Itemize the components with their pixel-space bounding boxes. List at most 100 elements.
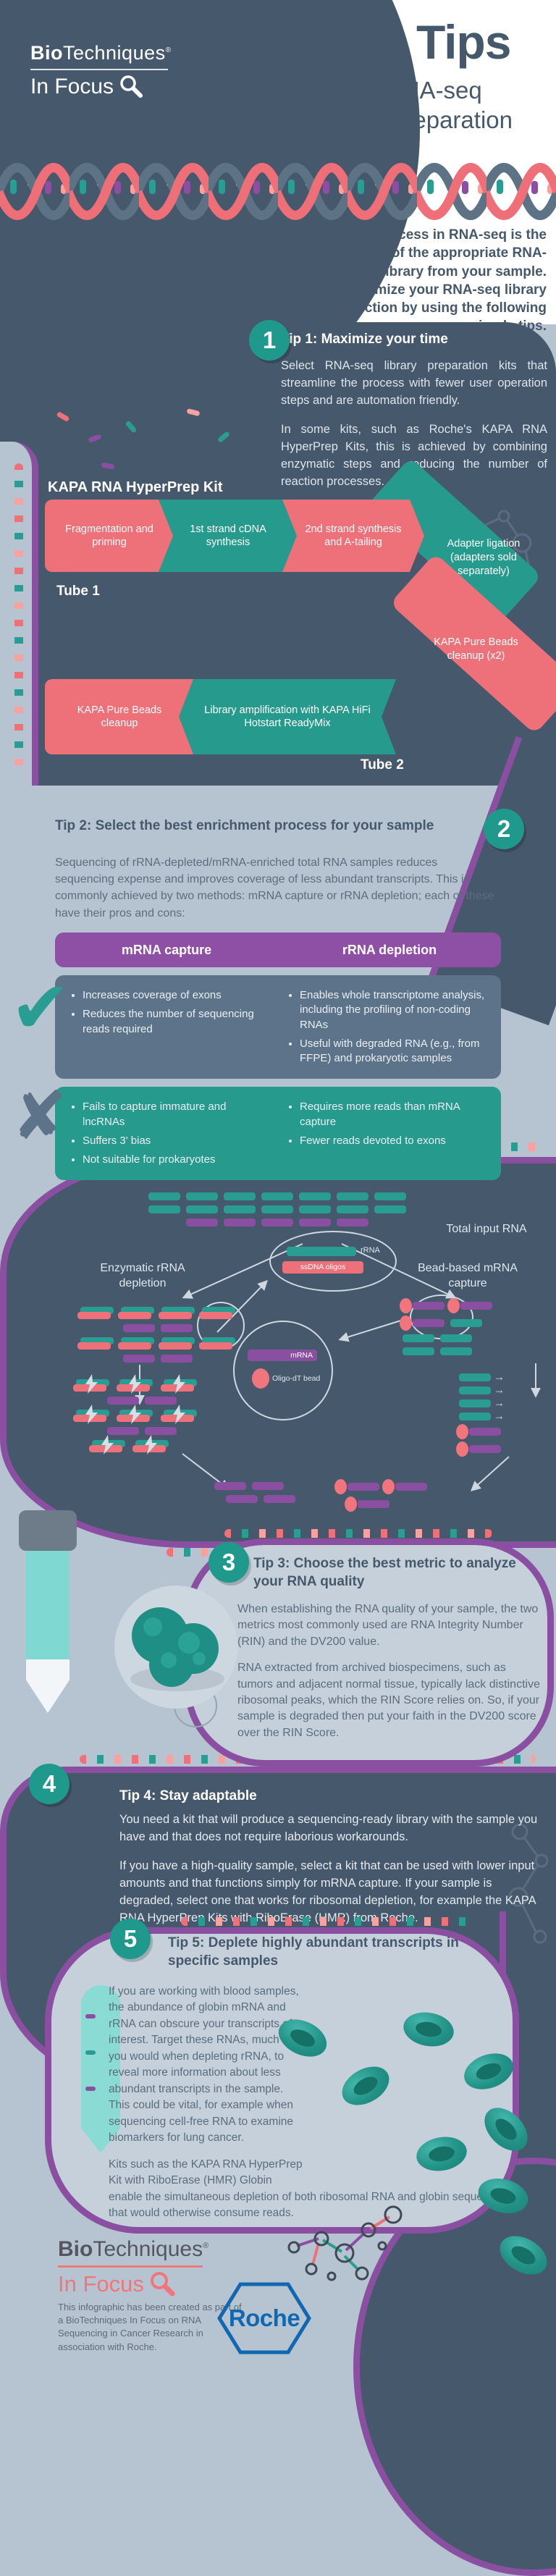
sample-tube-cap: [19, 1510, 77, 1551]
mrna-bead-callout: mRNA Oligo-dT bead: [233, 1321, 333, 1420]
tip5-badge: 5: [110, 1919, 151, 1959]
biotechniques-in-focus-logo: BioTechniques® In Focus: [30, 42, 171, 101]
magnifier-icon: [150, 2272, 175, 2297]
ssdna-oligos-bar: ssDNA oligos: [282, 1261, 363, 1274]
bead-capture-cluster: [400, 1296, 495, 1359]
rrna-label: rRNA: [361, 1246, 380, 1255]
dna-helix-band: [0, 161, 556, 223]
bullet-item: Suffers 3' bias: [83, 1134, 271, 1148]
tip3-block: When establishing the RNA quality of you…: [237, 1601, 540, 1751]
flow-step-library-amplification: Library amplification with KAPA HiFi Hot…: [179, 679, 396, 754]
flow-step-adapter-ligation: Adapter ligation (adapters sold separate…: [447, 538, 521, 577]
tip3-title: Tip 3: Choose the best metric to analyze…: [253, 1556, 516, 1589]
oligo-dt-bead-icon: [252, 1368, 269, 1389]
flow-step-beads-cleanup: KAPA Pure Beads cleanup: [45, 679, 194, 754]
flow-step-second-strand: 2nd strand synthesis and A-tailing: [282, 500, 424, 572]
cons-row: Fails to capture immature and lncRNAsSuf…: [55, 1087, 501, 1181]
cons-list-mrna: Fails to capture immature and lncRNAsSuf…: [61, 1095, 278, 1171]
logo-line-2: In Focus: [30, 75, 114, 98]
tip1-badge: 1: [249, 320, 290, 361]
molecule-decoration-icon: [287, 2205, 403, 2281]
tip1-paragraph-2: In some kits, such as Roche's KAPA RNA H…: [281, 422, 547, 488]
footer-disclaimer: This infographic has been created as par…: [58, 2302, 242, 2352]
sample-tube-icon: [26, 1548, 70, 1713]
tip5-panel: [45, 1927, 519, 2234]
cross-icon: ✘: [12, 1079, 68, 1153]
tip2-badge: 2: [484, 809, 524, 849]
nucleotide-ticks-tip3: [224, 1529, 492, 1538]
page-title-block: Top Tips for RNA-seq library preparation: [290, 14, 543, 135]
registered-mark: ®: [165, 46, 172, 54]
tip4-block: Tip 4: Stay adaptable You need a kit tha…: [119, 1788, 545, 1939]
tip1-paragraph-1: Select RNA-seq library preparation kits …: [281, 359, 547, 407]
tip2-title: Tip 2: Select the best enrichment proces…: [55, 818, 434, 833]
total-input-rna-label: Total input RNA: [446, 1223, 527, 1235]
bullet-item: Reduces the number of sequencing reads r…: [83, 1007, 271, 1037]
bullet-item: Useful with degraded RNA (e.g., from FFP…: [300, 1037, 488, 1066]
footer-biotechniques-logo: BioTechniques® In Focus: [58, 2237, 208, 2299]
bullet-item: Requires more reads than mRNA capture: [300, 1100, 488, 1129]
column-header-mrna-capture: mRNA capture: [121, 942, 212, 957]
intro-paragraph: A key process in RNA-seq is the construc…: [304, 227, 547, 334]
rrna-oligo-callout: rRNA ssDNA oligos: [269, 1231, 397, 1292]
molecule-decoration-icon: [508, 1823, 549, 1944]
tip1-title: Tip 1: Maximize your time: [281, 332, 448, 347]
tip1-block: Tip 1: Maximize your time Select RNA-seq…: [281, 332, 547, 502]
tip5-paragraph-1: If you are working with blood samples, t…: [109, 1985, 299, 2144]
check-icon: ✔: [10, 967, 71, 1048]
column-header-rrna-depletion: rRNA depletion: [342, 942, 437, 957]
bullet-item: Enables whole transcriptome analysis, in…: [300, 988, 488, 1032]
total-input-rna-bars: [122, 1189, 433, 1230]
final-mrna-right: [334, 1477, 430, 1514]
tip5-title: Tip 5: Deplete highly abundant transcrip…: [168, 1935, 459, 1969]
flow-step-beads-cleanup-x2: KAPA Pure Beads cleanup (x2): [434, 636, 518, 662]
magnifier-icon: [120, 75, 143, 98]
footer-logo-line-1: BioTechniques®: [58, 2237, 209, 2261]
logo-line-1: BioTechniques®: [30, 42, 172, 64]
kit-flow-row-1: Fragmentation and priming 1st strand cDN…: [45, 500, 424, 572]
degraded-rrna-cluster: [72, 1374, 201, 1456]
nucleotide-ticks-tip5: [181, 1917, 471, 1926]
flow-step-fragmentation: Fragmentation and priming: [45, 500, 174, 572]
kit-heading: KAPA RNA HyperPrep Kit: [48, 479, 223, 495]
flow-step-first-strand: 1st strand cDNA synthesis: [159, 500, 298, 572]
page-subtitle: for RNA-seq library preparation: [320, 77, 513, 134]
tip5-block: If you are working with blood samples, t…: [109, 1984, 511, 2232]
roche-wordmark: Roche: [228, 2304, 300, 2331]
depleted-rna-cluster: [77, 1303, 239, 1366]
blood-tube-icon: [81, 1985, 120, 2153]
roche-logo: Roche: [217, 2281, 311, 2360]
enrichment-comparison-table: mRNA capture rRNA depletion Increases co…: [55, 933, 501, 1181]
final-mrna-left: [211, 1478, 298, 1507]
oligo-dt-bead-label: Oligo-dT bead: [272, 1374, 321, 1383]
washed-rna-cluster: → → → →: [456, 1370, 505, 1459]
tip3-paragraph-2: RNA extracted from archived biospecimens…: [237, 1662, 540, 1739]
tip2-paragraph: Sequencing of rRNA-depleted/mRNA-enriche…: [55, 856, 494, 919]
tip5-paragraph-2: Kits such as the KAPA RNA HyperPrep Kit …: [109, 2158, 507, 2220]
tube2-label: Tube 2: [361, 757, 404, 773]
kit-flow-row-2: KAPA Pure Beads cleanup Library amplific…: [45, 679, 396, 754]
pros-list-rrna: Enables whole transcriptome analysis, in…: [278, 984, 495, 1070]
rrna-bar: [287, 1247, 356, 1256]
bullet-item: Fewer reads devoted to exons: [300, 1134, 488, 1148]
footer-logo-divider: [58, 2265, 203, 2268]
logo-divider: [30, 69, 168, 70]
footer-logo-line-2: In Focus: [58, 2271, 144, 2297]
page-title: Top Tips: [321, 15, 512, 69]
tube-liquid: [26, 1659, 70, 1713]
pros-list-mrna: Increases coverage of exonsReduces the n…: [61, 984, 278, 1070]
tip4-paragraph-1: You need a kit that will produce a seque…: [119, 1813, 538, 1843]
nucleotide-ticks-vertical: [14, 463, 23, 767]
table-header-row: mRNA capture rRNA depletion: [55, 933, 501, 967]
tip4-badge: 4: [29, 1764, 70, 1804]
tip3-paragraph-1: When establishing the RNA quality of you…: [237, 1603, 539, 1648]
tube1-label: Tube 1: [56, 584, 100, 599]
bullet-item: Fails to capture immature and lncRNAs: [83, 1100, 271, 1129]
bullet-item: Increases coverage of exons: [83, 988, 271, 1003]
tip4-title: Tip 4: Stay adaptable: [119, 1788, 257, 1803]
pros-row: Increases coverage of exonsReduces the n…: [55, 975, 501, 1079]
left-branch-label: Enzymatic rRNA depletion: [100, 1262, 185, 1289]
right-branch-label: Bead-based mRNA capture: [418, 1262, 518, 1289]
bullet-item: Not suitable for prokaryotes: [83, 1153, 271, 1167]
mrna-bar: mRNA: [248, 1350, 317, 1361]
